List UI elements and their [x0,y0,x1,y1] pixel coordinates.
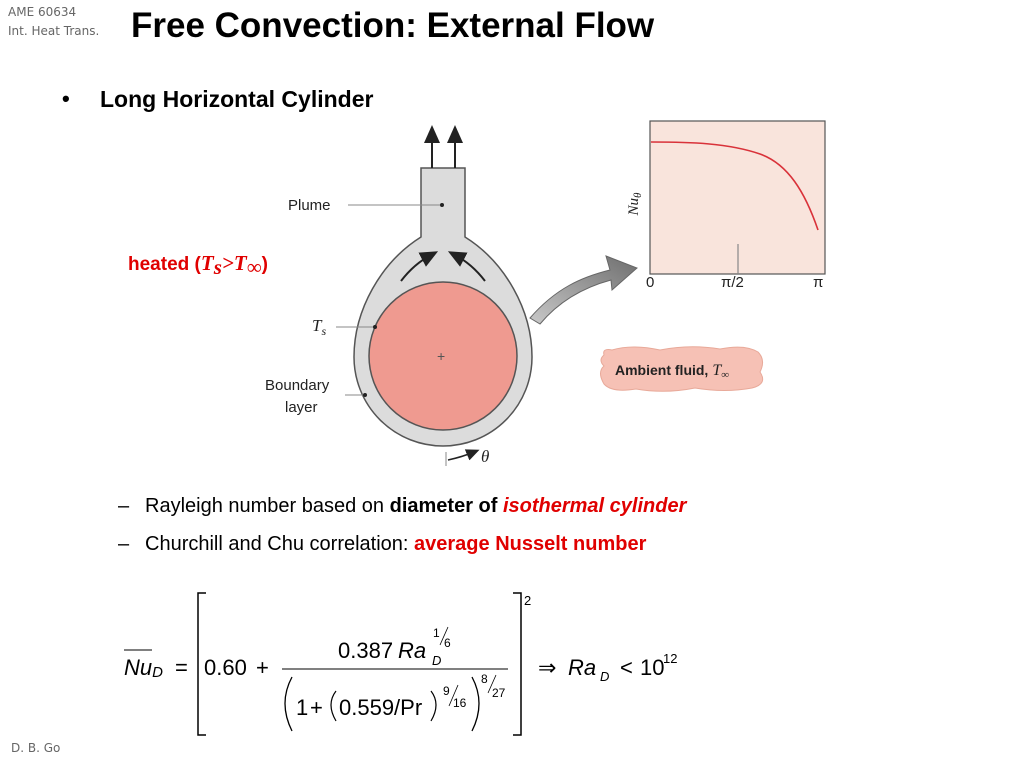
eq-inner: 0.559/Pr [339,695,422,720]
eq-plus1: + [256,655,269,680]
outer-exp-num: 8 [481,672,488,686]
theta-arrow [447,449,480,461]
boundary-label-line1: Boundary [265,377,330,394]
eq-implies: ⇒ [538,655,556,680]
inner-close-paren [430,690,437,722]
eq-const: 0.60 [204,655,247,680]
churchill-chu-equation: NuD = 2 0.60 + 0.387 Ra D 1 6 1 + 0.559/… [124,592,677,736]
heated-cylinder [368,281,518,431]
cond-ra: Ra [568,655,596,680]
plume-point [440,203,444,207]
subbullet-rayleigh: –Rayleigh number based on diameter of is… [118,495,686,518]
nusselt-inset-plot: Nuθ 0 π/2 π [626,120,826,291]
subbullet-churchill: –Churchill and Chu correlation: average … [118,533,646,556]
bracket-exponent: 2 [524,593,531,608]
cond-exp: 12 [663,651,677,666]
inner-open-paren [330,690,337,722]
flow-arrow-left [400,251,439,282]
cond-lt: < [620,655,633,680]
subbullet-text: Churchill and Chu correlation: [145,533,415,555]
course-code: AME 60634 [8,5,77,19]
plume-label: Plume [288,197,331,214]
outer-exp-slash [487,674,497,694]
eq-one: 1 [296,695,308,720]
flow-arrow-right [447,251,486,282]
ra-exp-slash [439,626,449,646]
eq-equals: = [175,655,188,680]
ambient-label: Ambient fluid,T∞ [615,362,729,381]
boundary-label-line2: layer [285,399,318,416]
nusselt-curve [650,141,819,231]
theta-label: θ [481,447,489,466]
outer-exp-den: 27 [492,686,506,700]
cond-ra-sub: D [600,669,609,684]
xtick-pi-half: π/2 [721,274,744,291]
subbullet-text: Rayleigh number based on [145,495,390,517]
heated-T1: T [200,251,214,275]
cond-base: 10 [640,655,664,680]
footer-author: D. B. Go [11,741,61,755]
heated-inf: ∞ [246,255,262,279]
eq-coef: 0.387 [338,638,393,663]
denom-close-paren [471,676,480,732]
pointer-arrow [529,255,638,325]
heated-gt: > [221,251,234,275]
inner-exp-slash [448,684,459,707]
slide-title: Free Convection: External Flow [131,6,655,45]
subbullet-red: isothermal cylinder [502,495,687,517]
dash: – [118,533,130,555]
plot-ylabel: Nuθ [626,192,644,217]
left-bracket [197,592,206,736]
ra-exp-num: 1 [433,626,440,640]
right-bracket [513,592,522,736]
heated-prefix: heated ( [128,254,201,275]
eq-plus2: + [310,695,323,720]
boundary-point [363,393,367,397]
subbullet-red: average Nusselt number [414,533,647,555]
heated-suffix: ) [261,254,268,275]
dash: – [118,495,130,517]
denom-open-paren [284,676,293,732]
ambient-cloud [600,346,764,392]
ts-label: Ts [312,316,326,338]
xtick-pi: π [813,274,823,291]
heated-T2: T [233,251,247,275]
cylinder-center-mark: + [437,348,445,364]
bullet-symbol: • [62,86,70,111]
course-name: Int. Heat Trans. [8,24,100,38]
course-label: AME 60634 Int. Heat Trans. [8,3,99,41]
eq-lhs: NuD [124,655,163,681]
subbullet-bold: diameter of [389,495,503,517]
heated-s: s [213,255,222,279]
inner-exp-den: 16 [453,696,467,710]
ra-exp-den: 6 [444,636,451,650]
ts-point [373,325,377,329]
inner-exp-num: 9 [443,684,450,698]
eq-ra-sub: D [432,653,441,668]
eq-ra: Ra [398,638,426,663]
heated-label: heated (Ts>T∞) [128,251,268,280]
cylinder-diagram: + Plume Ts Boundary layer θ Ambient flui… [265,125,764,466]
xtick-0: 0 [646,274,654,291]
bullet-text: Long Horizontal Cylinder [100,86,374,112]
